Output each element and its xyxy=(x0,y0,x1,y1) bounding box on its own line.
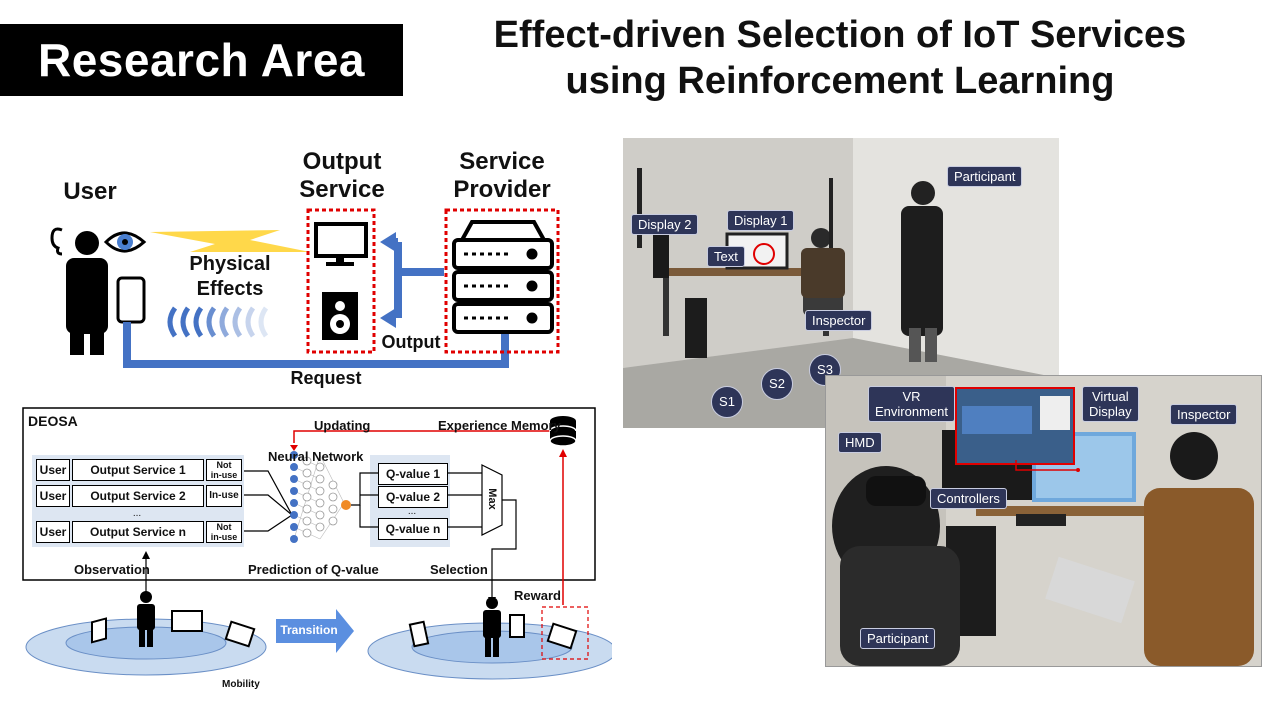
physical-effects-label-2: Effects xyxy=(196,278,264,300)
s2-marker: S2 xyxy=(761,368,793,400)
nn-to-qvalue-lines xyxy=(351,472,378,528)
selection-label: Selection xyxy=(430,562,488,577)
request-label: Request xyxy=(290,368,362,388)
service-provider-label-1: Service xyxy=(459,148,545,175)
sound-wave-icon xyxy=(167,306,269,338)
neural-network-icon xyxy=(290,451,351,543)
table-row: User Output Service 1 Not in-use xyxy=(36,459,242,481)
eye-icon xyxy=(103,231,147,253)
physical-effects-label: Physical Effects xyxy=(180,252,280,302)
qvalue-1: Q-value 1 xyxy=(378,463,448,485)
environment-right xyxy=(367,597,612,680)
updating-label: Updating xyxy=(314,418,371,433)
deosa-title: DEOSA xyxy=(28,413,78,429)
service-provider-label-2: Provider xyxy=(453,176,551,203)
user-person-icon xyxy=(66,231,108,355)
experience-memory-label: Experience Memory xyxy=(438,418,561,433)
display1-tag: Display 1 xyxy=(727,210,795,231)
status-cell: Not in-use xyxy=(206,521,242,543)
title-line-2: using Reinforcement Learning xyxy=(565,60,1115,102)
controllers-tag: Controllers xyxy=(930,488,1007,509)
observation-label: Observation xyxy=(74,562,150,577)
display2-tag: Display 2 xyxy=(631,214,699,235)
physical-effects-label-1: Physical xyxy=(189,253,271,275)
environment-left xyxy=(25,591,267,676)
participant-tag: Participant xyxy=(947,166,1023,187)
participant-tag-2: Participant xyxy=(860,628,936,649)
transition-label: Transition xyxy=(280,623,338,637)
s1-marker: S1 xyxy=(711,386,743,418)
text-tag: Text xyxy=(707,246,745,267)
ellipsis-row: ... xyxy=(132,508,142,519)
updating-line xyxy=(293,430,550,443)
user-cell: User xyxy=(36,459,70,481)
service-cell: Output Service 2 xyxy=(72,485,204,507)
request-arrow xyxy=(123,322,509,368)
server-icon xyxy=(452,220,554,334)
monitor-icons-left xyxy=(91,610,256,648)
output-service-label-2: Service xyxy=(299,176,385,203)
concept-graphics xyxy=(50,208,560,368)
page-title: Effect-driven Selection of IoT Services … xyxy=(420,12,1260,104)
user-cell: User xyxy=(36,521,70,543)
max-label: Max xyxy=(486,488,498,510)
table-row: User Output Service n Not in-use xyxy=(36,521,242,543)
prediction-label: Prediction of Q-value xyxy=(248,562,379,577)
research-area-badge: Research Area xyxy=(0,24,403,96)
inspector-tag-2: Inspector xyxy=(1170,404,1238,425)
qvalue-2: Q-value 2 xyxy=(378,486,448,508)
selection-line xyxy=(491,499,517,603)
status-cell: Not in-use xyxy=(206,459,242,481)
vr-environment-tag: VR Environment xyxy=(868,386,955,422)
speaker-icon xyxy=(322,292,358,340)
monitor-icons-right xyxy=(408,614,578,650)
transition-arrow xyxy=(276,609,354,653)
mobility-label: Mobility xyxy=(222,679,260,690)
virtual-display-tag: Virtual Display xyxy=(1082,386,1139,422)
qvalue-n: Q-value n xyxy=(378,518,448,540)
person-icon-left xyxy=(137,591,155,647)
person-icon-right xyxy=(483,597,501,657)
lightning-icon xyxy=(150,230,310,252)
output-service-label: Output Service xyxy=(290,148,394,204)
concept-diagram: User Output Service Service Provider Phy… xyxy=(40,140,600,390)
vr-photo: VR Environment Virtual Display Inspector… xyxy=(825,375,1262,667)
user-cell: User xyxy=(36,485,70,507)
hmd-tag: HMD xyxy=(838,432,882,453)
output-service-box xyxy=(306,208,376,354)
max-selector-shape xyxy=(481,464,503,536)
service-provider-label: Service Provider xyxy=(440,148,564,204)
title-line-1: Effect-driven Selection of IoT Services xyxy=(493,14,1187,56)
table-row: User Output Service 2 In-use xyxy=(36,485,242,507)
service-cell: Output Service n xyxy=(72,521,204,543)
output-arrows xyxy=(394,242,444,318)
service-cell: Output Service 1 xyxy=(72,459,204,481)
user-label: User xyxy=(63,178,117,205)
deosa-diagram: DEOSA Updating Experience Memory Neural … xyxy=(22,407,612,697)
service-provider-box xyxy=(444,208,560,354)
experience-memory-db-icon xyxy=(549,416,577,447)
inspector-tag: Inspector xyxy=(805,310,873,331)
output-service-label-1: Output xyxy=(302,148,382,175)
phone-icon xyxy=(116,276,146,324)
observation-lines xyxy=(244,470,293,532)
monitor-icon xyxy=(314,222,368,266)
status-cell: In-use xyxy=(206,485,242,507)
output-label: Output xyxy=(381,332,441,352)
reward-label: Reward xyxy=(514,588,561,603)
reward-target-box xyxy=(541,606,589,660)
qvalue-to-max-lines xyxy=(446,472,482,528)
ear-icon xyxy=(50,227,63,256)
server-lights xyxy=(464,248,538,324)
neural-network-label: Neural Network xyxy=(268,449,364,464)
qvalue-ellipsis: ... xyxy=(407,506,417,517)
